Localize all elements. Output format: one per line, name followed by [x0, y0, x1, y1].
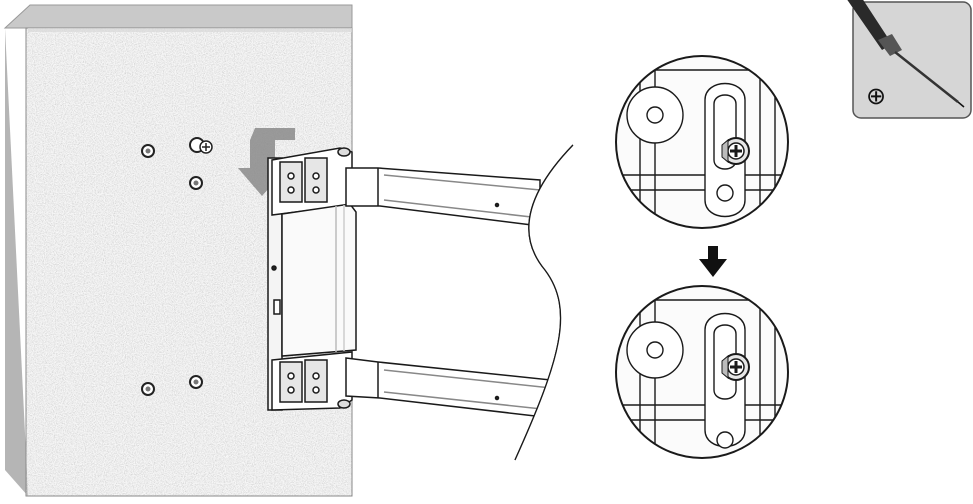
detail-view-after	[615, 285, 789, 459]
screw-head-icon	[721, 353, 750, 381]
tool-callout: ⊕	[847, 0, 972, 119]
hang-direction-arrow-icon	[238, 128, 295, 196]
wall-mount-bracket	[267, 147, 357, 411]
wall-holes	[141, 144, 203, 396]
arrow-down-icon	[699, 246, 727, 277]
screw-head-icon	[721, 137, 750, 165]
wall-screw-icon	[189, 137, 213, 154]
phillips-symbol: ⊕	[866, 82, 886, 110]
detail-view-before	[615, 55, 789, 229]
phillips-screwdriver-icon	[847, 0, 965, 108]
